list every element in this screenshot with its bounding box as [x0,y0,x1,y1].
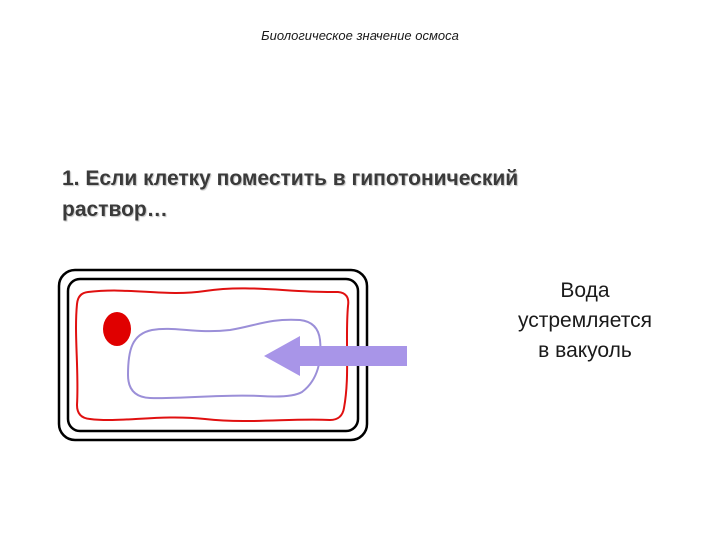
heading-line-1: 1. Если клетку поместить в гипотонически… [62,167,519,190]
caption-line-2: устремляется [517,309,653,332]
slide-heading: 1. Если клетку поместить в гипотонически… [62,163,622,225]
cell-membrane [75,287,350,423]
water-flow-arrow [264,336,407,376]
arrow-caption: Вода устремляется в вакуоль [505,276,665,366]
heading-line-2: раствор… [62,198,168,221]
caption-line-3: в вакуоль [538,339,632,362]
nucleus [103,312,131,346]
vacuole [126,318,322,400]
caption-line-1: Вода [560,279,610,302]
slide-title: Биологическое значение осмоса [261,28,459,43]
